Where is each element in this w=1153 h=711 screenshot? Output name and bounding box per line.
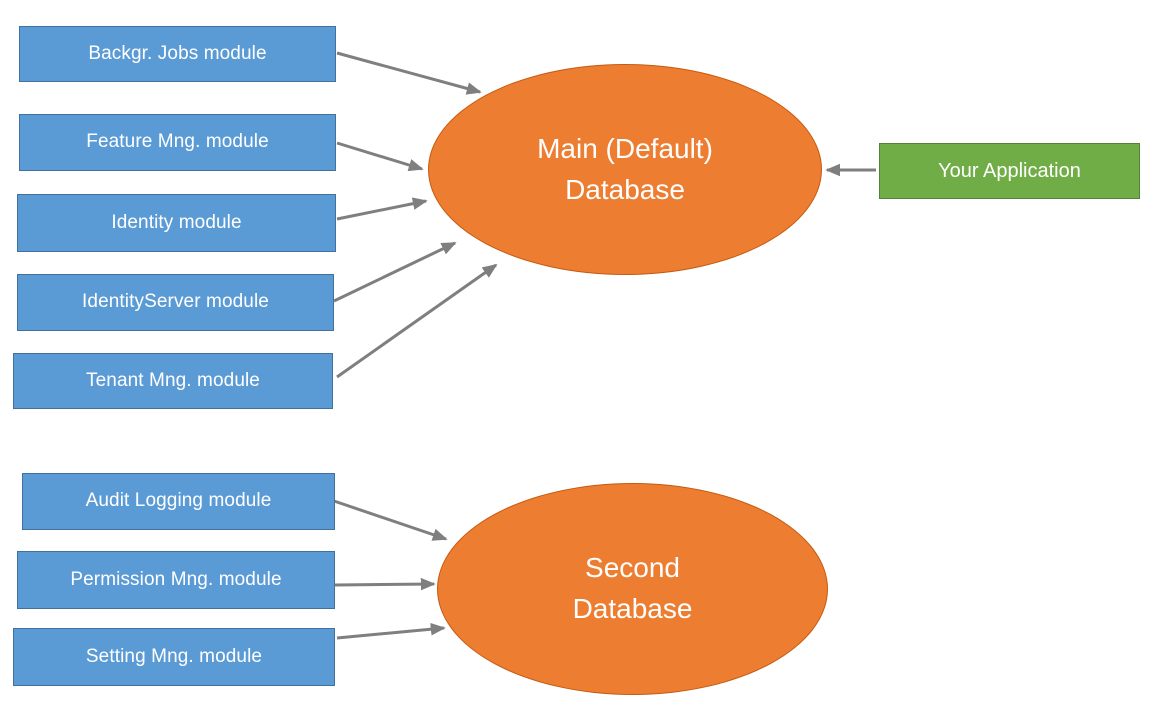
module-box-identityserver[interactable]: IdentityServer module <box>17 274 334 331</box>
database-ellipse-second[interactable]: Second Database <box>437 483 828 695</box>
database-ellipse-main[interactable]: Main (Default) Database <box>428 64 822 275</box>
arrow-identity-to-main-db <box>336 197 428 221</box>
application-label: Your Application <box>938 160 1081 182</box>
arrow-permission-mng-to-second-db <box>334 577 436 591</box>
module-label: Permission Mng. module <box>70 568 282 590</box>
arrow-identityserver-to-main-db <box>333 241 457 303</box>
application-box[interactable]: Your Application <box>879 143 1140 199</box>
module-box-feature-mng[interactable]: Feature Mng. module <box>19 114 336 171</box>
database-label-line2: Database <box>572 593 693 624</box>
module-box-backgr-jobs[interactable]: Backgr. Jobs module <box>19 26 336 82</box>
module-box-setting-mng[interactable]: Setting Mng. module <box>13 628 335 686</box>
module-label: Backgr. Jobs module <box>88 42 267 64</box>
module-label: IdentityServer module <box>82 291 269 313</box>
database-label-line2: Database <box>565 173 685 205</box>
database-label-line1: Main (Default) <box>537 132 713 164</box>
arrow-audit-logging-to-second-db <box>333 499 448 541</box>
module-label: Identity module <box>111 211 242 233</box>
module-label: Setting Mng. module <box>85 645 263 667</box>
module-label: Audit Logging module <box>85 490 272 512</box>
module-box-identity[interactable]: Identity module <box>17 194 336 252</box>
arrow-backgr-jobs-to-main-db <box>336 51 482 95</box>
module-box-audit-logging[interactable]: Audit Logging module <box>22 473 335 530</box>
arrow-setting-mng-to-second-db <box>336 622 446 640</box>
arrow-feature-mng-to-main-db <box>336 141 424 172</box>
module-box-permission-mng[interactable]: Permission Mng. module <box>17 551 335 609</box>
module-label: Tenant Mng. module <box>86 369 260 391</box>
module-label: Feature Mng. module <box>86 131 269 153</box>
database-label-line1: Second <box>585 552 680 584</box>
module-box-tenant-mng[interactable]: Tenant Mng. module <box>13 353 333 409</box>
arrow-tenant-mng-to-main-db <box>336 263 498 379</box>
